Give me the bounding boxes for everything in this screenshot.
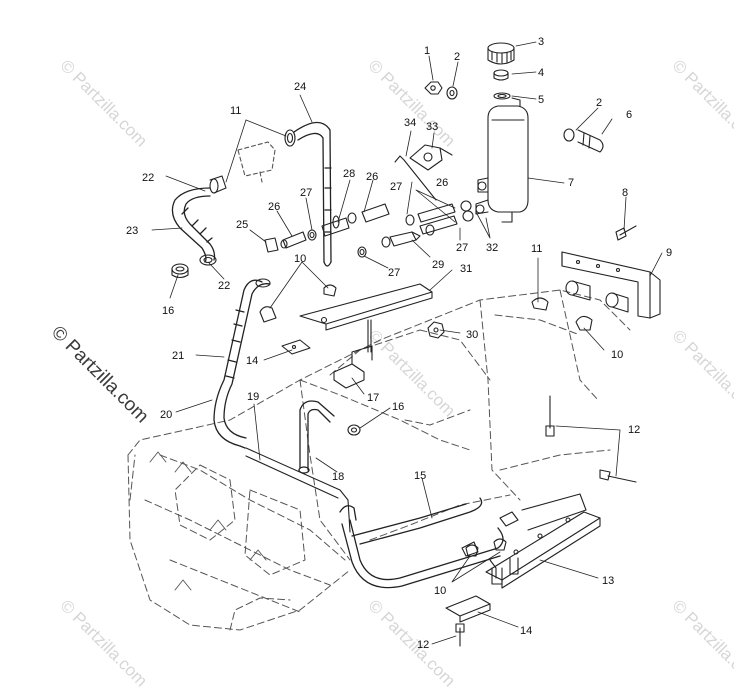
hose-24	[293, 121, 332, 267]
callout-33: 33	[426, 121, 438, 133]
callout-30: 30	[466, 329, 478, 341]
callout-2: 2	[454, 51, 460, 63]
callout-7: 7	[568, 177, 574, 189]
tank-cap	[487, 42, 515, 100]
callout-labels: 1 2 3 4 5 2 6 7 8 9 11 24 34 33 22 23 22…	[126, 36, 672, 651]
hose-clamp-22-top	[209, 175, 227, 194]
hose-18	[298, 400, 335, 474]
callout-32: 32	[486, 242, 498, 254]
fitting-27a	[307, 229, 317, 241]
tube-26c	[417, 203, 458, 235]
tank-fitting	[563, 128, 604, 153]
callout-10: 10	[434, 585, 446, 597]
bracket-13-posts	[491, 557, 519, 585]
hose-15	[339, 497, 504, 589]
clamp-10-right	[575, 315, 593, 331]
tunnel-cleats	[149, 451, 267, 591]
callout-34: 34	[404, 117, 416, 129]
bolt-8	[615, 225, 637, 241]
callout-15: 15	[414, 470, 426, 482]
callout-31: 31	[460, 263, 472, 275]
bolt-12-lower	[455, 623, 465, 647]
tank-mount-nut	[424, 81, 458, 100]
callout-14: 14	[246, 355, 258, 367]
callout-27: 27	[300, 187, 312, 199]
fitting-27b	[405, 214, 415, 226]
callout-29: 29	[432, 259, 444, 271]
callout-1: 1	[424, 45, 430, 57]
coolant-tank	[475, 97, 529, 223]
callout-2: 2	[596, 97, 602, 109]
callout-21: 21	[172, 350, 184, 362]
callout-5: 5	[538, 94, 544, 106]
exploded-parts-diagram: 1 2 3 4 5 2 6 7 8 9 11 24 34 33 22 23 22…	[126, 36, 672, 651]
bolt-12-upper	[545, 395, 555, 437]
callout-20: 20	[160, 409, 172, 421]
callout-24: 24	[294, 81, 306, 93]
callout-27: 27	[388, 267, 400, 279]
clip-10-top	[323, 284, 337, 297]
hose-21	[213, 279, 271, 449]
fitting-25	[264, 237, 279, 253]
hose-clamp-upper	[284, 129, 296, 147]
bolt-12-right	[599, 469, 637, 483]
tank-bracket	[394, 144, 453, 201]
nut-30	[427, 321, 445, 339]
fitting-ghost	[237, 141, 276, 183]
callout-12: 12	[417, 639, 429, 651]
callout-22: 22	[142, 172, 154, 184]
callout-27: 27	[456, 242, 468, 254]
clip-hose-15	[461, 511, 519, 557]
clamp-11-right	[531, 297, 549, 311]
stud-vertical	[367, 319, 372, 353]
hose-clamp-22-bottom	[199, 254, 217, 266]
bracket-14-lower	[445, 595, 491, 623]
fitting-27c	[425, 224, 435, 236]
callout-6: 6	[626, 109, 632, 121]
bracket-17	[333, 345, 373, 389]
callout-10: 10	[611, 349, 623, 361]
callout-19: 19	[247, 391, 259, 403]
callout-11: 11	[230, 105, 241, 117]
fitting-32	[460, 200, 474, 222]
callout-11: 11	[531, 243, 542, 255]
callout-9: 9	[666, 247, 672, 259]
callout-26: 26	[268, 201, 280, 213]
callout-13: 13	[602, 575, 614, 587]
callout-28: 28	[343, 168, 355, 180]
callout-18: 18	[332, 471, 344, 483]
callout-16: 16	[162, 305, 174, 317]
hose-23	[171, 187, 216, 263]
callout-26: 26	[436, 177, 448, 189]
fitting-27d	[357, 246, 367, 258]
clamp-16-top	[171, 263, 189, 279]
callout-8: 8	[622, 187, 628, 199]
callout-4: 4	[538, 67, 544, 79]
callout-10: 10	[294, 253, 306, 265]
fitting-28	[321, 215, 350, 237]
parts-diagram-stage: © Partzilla.com © Partzilla.com © Partzi…	[47, 36, 734, 690]
tube-26a	[280, 231, 307, 249]
callout-14: 14	[520, 625, 532, 637]
callout-22: 22	[218, 280, 230, 292]
callout-12: 12	[628, 424, 640, 436]
clip-10-left	[259, 306, 277, 323]
callout-23: 23	[126, 225, 138, 237]
clips-10-lower	[465, 538, 507, 557]
bracket-9-stubs	[565, 280, 629, 313]
rail-19	[245, 447, 351, 533]
callout-25: 25	[236, 219, 248, 231]
hose-clamp-21	[255, 278, 271, 288]
mount-plate-31	[299, 283, 433, 331]
clamp-16-mid	[347, 424, 361, 436]
callout-26: 26	[366, 171, 378, 183]
leader-lines	[151, 41, 663, 645]
fitting-26b	[347, 203, 390, 224]
bracket-9	[561, 251, 661, 319]
callout-3: 3	[538, 36, 544, 48]
callout-17: 17	[367, 392, 379, 404]
fitting-29	[381, 231, 421, 248]
callout-16: 16	[392, 401, 404, 413]
callout-27: 27	[390, 181, 402, 193]
